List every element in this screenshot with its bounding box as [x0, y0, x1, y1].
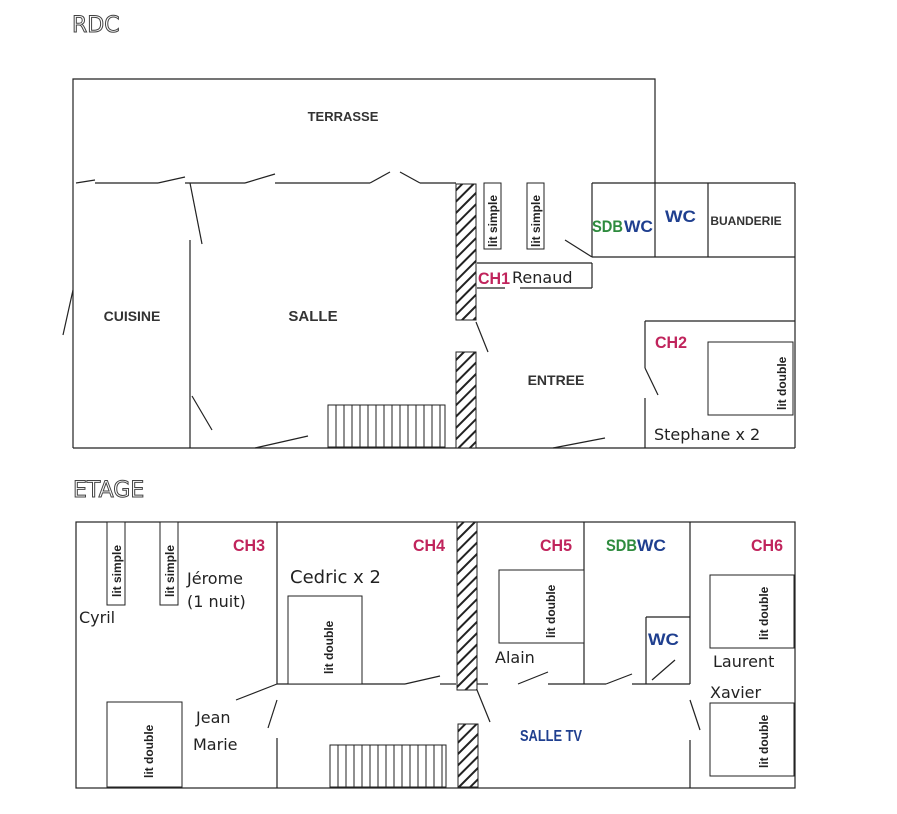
room-ch3: CH3 — [233, 536, 265, 555]
room-ch4: CH4 — [413, 536, 446, 555]
ch3-bed-2-label: lit simple — [163, 545, 177, 597]
ch1-bed-2-label: lit simple — [529, 195, 543, 247]
upper-floor-title: ETAGE — [73, 478, 144, 503]
room-buanderie: BUANDERIE — [710, 214, 781, 228]
room-wc-1: WC — [624, 217, 653, 236]
upper-wall-hatched-bottom — [457, 723, 479, 788]
room-sdb: SDB — [592, 217, 623, 236]
ch4-bed-label: lit double — [322, 620, 336, 674]
guest-ch3-jerome-note: (1 nuit) — [187, 592, 246, 611]
guest-ch1: Renaud — [512, 268, 572, 287]
room-terrasse: TERRASSE — [308, 109, 379, 124]
guest-ch3-jerome: Jérome — [186, 569, 243, 588]
upper-ch3-bed-2 — [159, 521, 179, 606]
ch1-bed-1-label: lit simple — [486, 195, 500, 247]
ground-floor-walls — [62, 78, 796, 449]
room-salle: SALLE — [288, 308, 337, 325]
upper-ch5-bed — [498, 569, 585, 644]
guest-ch6-xavier: Xavier — [710, 683, 762, 702]
ground-wall-hatched-bottom — [455, 351, 477, 449]
guest-ch5: Alain — [495, 648, 535, 667]
ground-ch2-bed — [707, 341, 794, 416]
room-wc-2: WC — [665, 207, 696, 226]
ch2-bed-label: lit double — [775, 356, 789, 410]
ch6-bed-1-label: lit double — [757, 586, 771, 640]
upper-ch3-bed-1 — [106, 521, 126, 606]
room-salle-tv: SALLE TV — [520, 728, 582, 745]
ground-ch1-bed-2 — [526, 182, 545, 250]
upper-ch6-bed-2 — [709, 702, 795, 777]
upper-ch4-bed — [287, 595, 363, 685]
room-cuisine: CUISINE — [104, 308, 161, 324]
ch6-bed-2-label: lit double — [757, 714, 771, 768]
guest-ch3-marie: Marie — [193, 735, 237, 754]
ground-ch1-bed-1 — [483, 182, 502, 250]
ch5-bed-label: lit double — [544, 584, 558, 638]
ch3-bed-1-label: lit simple — [110, 545, 124, 597]
room-ch1: CH1 — [478, 269, 510, 288]
room-sdb-upper: SDB — [606, 536, 637, 555]
guest-ch4: Cedric x 2 — [290, 567, 381, 588]
upper-ch6-bed-1 — [709, 574, 795, 649]
ground-stairs — [327, 404, 446, 448]
upper-ch3-bed-3 — [106, 701, 183, 788]
room-wc-upper-1: WC — [637, 536, 666, 555]
upper-floor-walls — [75, 521, 796, 789]
upper-stairs — [329, 744, 447, 788]
room-entree: ENTREE — [528, 372, 585, 388]
guest-ch3-jean: Jean — [195, 708, 231, 727]
ch3-bed-3-label: lit double — [142, 724, 156, 778]
room-wc-upper-2: WC — [648, 630, 679, 649]
upper-wall-hatched-top — [456, 521, 478, 691]
guest-ch2: Stephane x 2 — [654, 425, 760, 444]
ground-wall-hatched-top — [455, 183, 477, 321]
ground-floor-title: RDC — [72, 13, 120, 38]
guest-ch6-laurent: Laurent — [713, 652, 774, 671]
room-ch2: CH2 — [655, 333, 687, 352]
room-ch6: CH6 — [751, 536, 783, 555]
guest-ch3-cyril: Cyril — [79, 608, 115, 627]
room-ch5: CH5 — [540, 536, 572, 555]
